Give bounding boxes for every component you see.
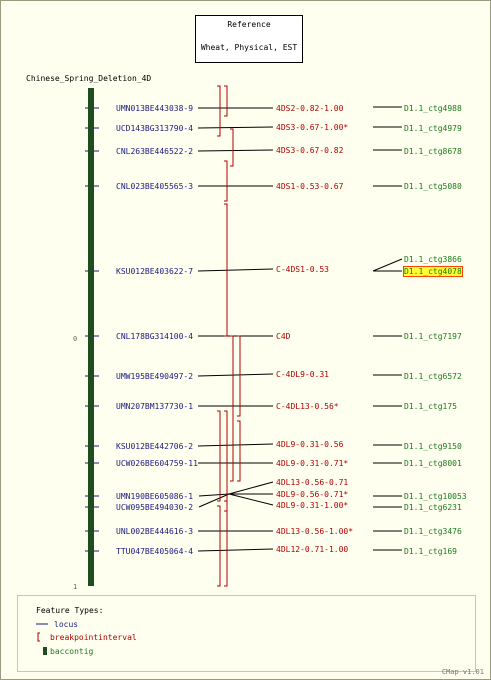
feature-connector xyxy=(197,373,274,377)
breakpoint-bracket xyxy=(230,335,234,482)
contig-label[interactable]: D1.1_ctg6231 xyxy=(404,503,462,512)
feature-label[interactable]: CNL178BG314100-4 xyxy=(116,332,194,341)
feature-connector xyxy=(198,493,230,497)
breakpoint-bracket xyxy=(224,160,228,202)
feature-connector xyxy=(228,481,274,495)
contig-label[interactable]: D1.1_ctg169 xyxy=(404,547,457,556)
interval-label[interactable]: C4D xyxy=(276,332,291,341)
feature-connector xyxy=(197,548,274,552)
contig-label[interactable]: D1.1_ctg4988 xyxy=(404,104,462,113)
contig-connector xyxy=(372,258,403,272)
interval-label[interactable]: 4DL12-0.71-1.00 xyxy=(276,545,349,554)
legend-swatches xyxy=(36,623,48,655)
contig-label[interactable]: D1.1_ctg3476 xyxy=(404,527,462,536)
feature-label[interactable]: UMN013BE443038-9 xyxy=(116,104,194,113)
interval-label[interactable]: 4DL13-0.56-0.71 xyxy=(276,478,349,487)
contig-label[interactable]: D1.1_ctg10053 xyxy=(404,492,467,501)
breakpoint-bracket xyxy=(217,410,221,502)
contig-label[interactable]: D1.1_ctg175 xyxy=(404,402,457,411)
feature-label[interactable]: UCW095BE494030-2 xyxy=(116,503,194,512)
legend-title: Feature Types: xyxy=(36,606,104,615)
breakpoint-bracket xyxy=(237,335,241,417)
interval-label[interactable]: 4DL9-0.31-0.71* xyxy=(276,459,349,468)
baccontig-bar[interactable] xyxy=(88,88,94,586)
feature-connector xyxy=(197,443,274,447)
map-title[interactable]: Chinese_Spring_Deletion_4D xyxy=(26,74,152,83)
interval-label[interactable]: 4DS2-0.82-1.00 xyxy=(276,104,344,113)
feature-label[interactable]: TTU047BE405064-4 xyxy=(116,547,194,556)
feature-label[interactable]: UMN190BE605086-1 xyxy=(116,492,194,501)
feature-label[interactable]: CNL263BE446522-2 xyxy=(116,147,194,156)
reference-title: Reference xyxy=(227,20,271,29)
feature-label[interactable]: CNL023BE405565-3 xyxy=(116,182,194,191)
feature-label[interactable]: UMW195BE490497-2 xyxy=(116,372,194,381)
feature-connector xyxy=(198,493,230,508)
breakpoint-bracket xyxy=(230,128,234,167)
feature-label[interactable]: UCD143BG313790-4 xyxy=(116,124,194,133)
feature-label[interactable]: KSU012BE442706-2 xyxy=(116,442,194,451)
contig-label-highlighted[interactable]: D1.1_ctg4078 xyxy=(403,266,463,277)
interval-label[interactable]: 4DS3-0.67-0.82 xyxy=(276,146,344,155)
legend: Feature Types: locus breakpointinterval … xyxy=(17,595,476,672)
interval-label[interactable]: 4DL9-0.31-0.56 xyxy=(276,440,344,449)
contig-label[interactable]: D1.1_ctg8678 xyxy=(404,147,462,156)
reference-subtitle: Wheat, Physical, EST xyxy=(200,43,298,52)
breakpoint-bracket xyxy=(237,420,241,482)
contig-label[interactable]: D1.1_ctg5080 xyxy=(404,182,462,191)
feature-label[interactable]: KSU012BE403622-7 xyxy=(116,267,194,276)
feature-label[interactable]: UCW026BE604759-11 xyxy=(116,459,198,468)
interval-label[interactable]: C-4DS1-0.53 xyxy=(276,265,329,274)
interval-label[interactable]: 4DS1-0.53-0.67 xyxy=(276,182,344,191)
interval-label[interactable]: 4DL9-0.31-1.00* xyxy=(276,501,349,510)
axis-tick-start: 0 xyxy=(73,335,78,343)
feature-connector xyxy=(197,268,274,272)
interval-label[interactable]: 4DS3-0.67-1.00* xyxy=(276,123,349,132)
legend-baccontig-swatch xyxy=(43,647,47,655)
contig-label[interactable]: D1.1_ctg6572 xyxy=(404,372,462,381)
contig-label[interactable]: D1.1_ctg9150 xyxy=(404,442,462,451)
contig-label[interactable]: D1.1_ctg7197 xyxy=(404,332,462,341)
breakpoint-bracket xyxy=(224,85,228,117)
interval-label[interactable]: C-4DL13-0.56* xyxy=(276,402,339,411)
reference-map-box[interactable]: Reference Wheat, Physical, EST xyxy=(195,15,303,63)
feature-label[interactable]: UMN207BM137730-1 xyxy=(116,402,194,411)
contig-label[interactable]: D1.1_ctg4979 xyxy=(404,124,462,133)
breakpoint-bracket xyxy=(217,85,221,137)
breakpoint-bracket xyxy=(224,410,228,512)
feature-connector xyxy=(197,126,274,129)
feature-connector xyxy=(228,493,274,506)
interval-label[interactable]: C-4DL9-0.31 xyxy=(276,370,329,379)
axis-tick-end: 1 xyxy=(73,583,78,591)
legend-item-breakpointinterval: breakpointinterval xyxy=(50,633,137,642)
interval-label[interactable]: 4DL9-0.56-0.71* xyxy=(276,490,349,499)
breakpoint-bracket xyxy=(224,203,228,337)
legend-breakpoint-swatch xyxy=(37,632,40,642)
contig-label[interactable]: D1.1_ctg8001 xyxy=(404,459,462,468)
legend-item-locus: locus xyxy=(54,620,79,629)
legend-item-baccontig: baccontig xyxy=(50,647,94,656)
breakpoint-bracket xyxy=(224,500,228,587)
feature-connector xyxy=(197,149,274,152)
breakpoint-bracket xyxy=(217,505,221,587)
interval-label[interactable]: 4DL13-0.56-1.00* xyxy=(276,527,354,536)
version-label: CMap v1.01 xyxy=(441,668,484,676)
feature-label[interactable]: UNL002BE444616-3 xyxy=(116,527,194,536)
contig-label[interactable]: D1.1_ctg3866 xyxy=(404,255,462,264)
